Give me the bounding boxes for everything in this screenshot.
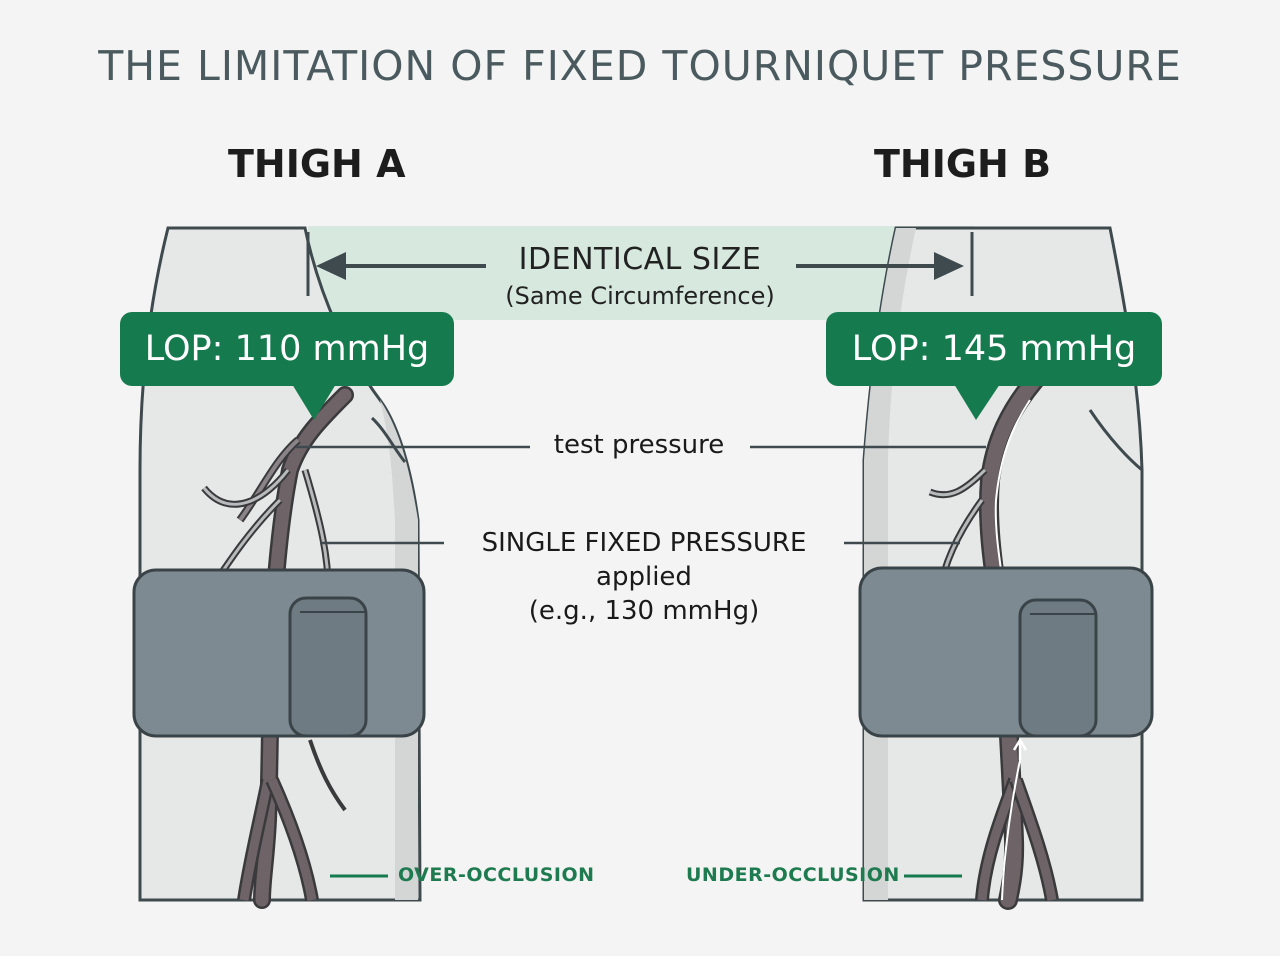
fixed-pressure-line2: applied [596,562,692,592]
page-title: THE LIMITATION OF FIXED TOURNIQUET PRESS… [98,42,1182,90]
thigh-b-cuff [858,566,1154,738]
thigh-b [858,226,1154,910]
under-occlusion-label: UNDER-OCCLUSION [686,864,900,886]
thigh-a-cuff [132,568,426,738]
thigh-b-cuff-strap [1018,598,1098,738]
thigh-b-label: THIGH B [874,142,1052,186]
left-arrowhead-icon [316,252,346,280]
right-arrowhead-icon [934,252,964,280]
over-occlusion-label: OVER-OCCLUSION [398,864,595,886]
lop-b-value: LOP: 145 mmHg [851,329,1137,369]
lop-b-pointer [954,384,1000,420]
fixed-pressure-line1: SINGLE FIXED PRESSURE [481,528,807,558]
test-pressure-label: test pressure [532,430,746,460]
lop-a-callout: LOP: 110 mmHg [120,312,454,386]
identical-size-band [308,226,974,320]
up-arrow-icon [1012,737,1028,760]
fixed-pressure-label: SINGLE FIXED PRESSURE applied (e.g., 130… [444,526,844,628]
lop-a-pointer [292,384,336,420]
lop-a-value: LOP: 110 mmHg [144,329,430,369]
identical-size-arrow [306,232,974,296]
thigh-a-label: THIGH A [228,142,406,186]
identical-size-title: IDENTICAL SIZE [518,242,762,277]
identical-size-subtitle: (Same Circumference) [505,282,775,310]
thigh-a-cuff-strap [288,596,368,738]
thigh-a [132,226,426,909]
fixed-pressure-line3: (e.g., 130 mmHg) [528,596,760,626]
lop-b-callout: LOP: 145 mmHg [826,312,1162,386]
